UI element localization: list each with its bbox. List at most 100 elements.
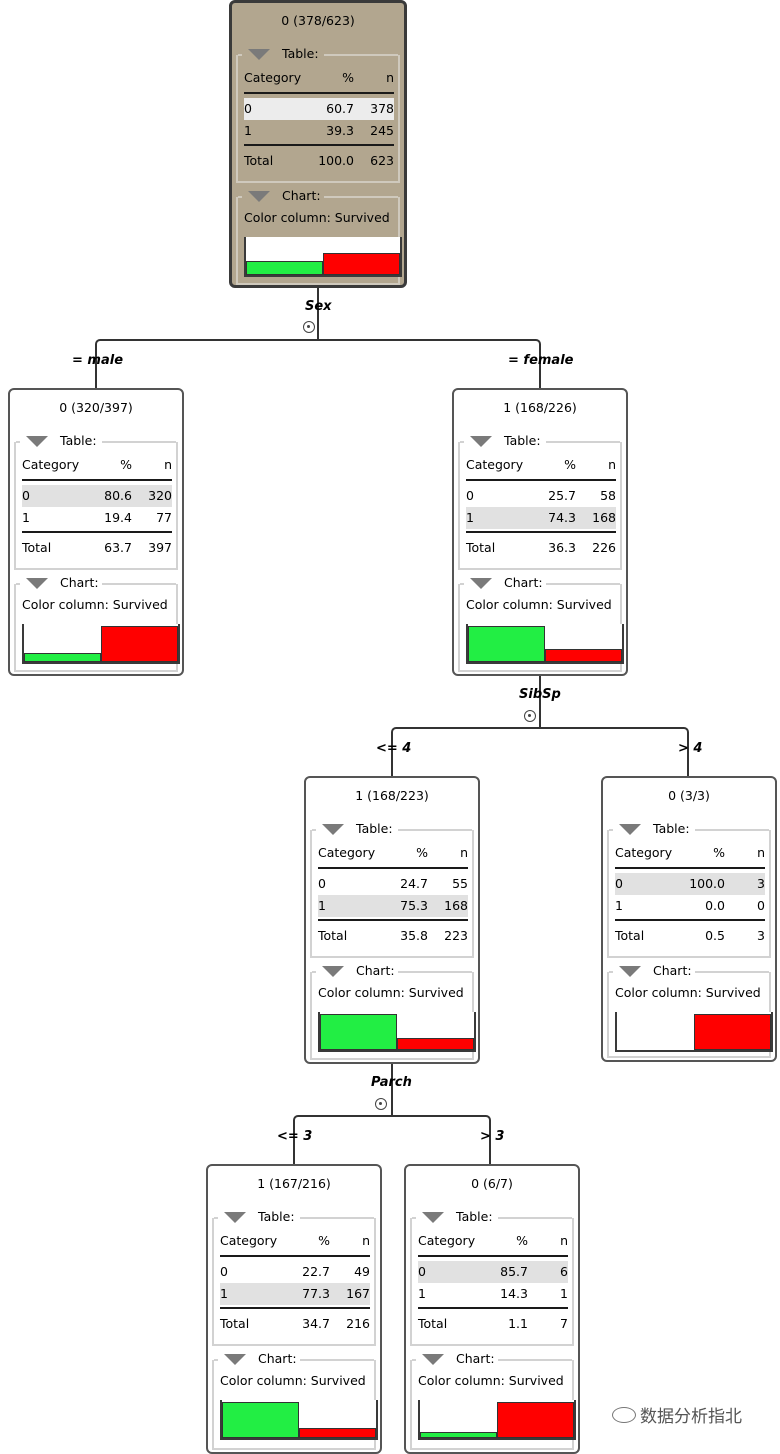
row-count: 168 [592, 510, 616, 525]
table-row: 1 14.3 1 [418, 1283, 568, 1305]
total-label: Total [22, 540, 52, 555]
column-header-percent: % [120, 457, 132, 472]
table-panel: Table: Category % n 0 22.7 49 1 77.3 167 [212, 1209, 376, 1346]
table-header-row: Category % n [22, 454, 172, 476]
class-distribution-chart [466, 624, 624, 664]
row-percent: 22.7 [302, 1264, 330, 1279]
collapse-triangle-icon[interactable] [470, 436, 492, 447]
table-header-row: Category % n [615, 842, 765, 864]
collapse-triangle-icon[interactable] [26, 578, 48, 589]
row-category: 0 [244, 101, 252, 116]
tree-node-male[interactable]: 0 (320/397) Table: Category % n 0 80.6 3… [8, 388, 184, 676]
class-distribution-chart [615, 1012, 773, 1052]
total-row: Total 1.1 7 [418, 1313, 568, 1335]
bar-class-0 [246, 261, 323, 275]
edge-label-female: = female [508, 353, 574, 368]
total-percent: 0.5 [705, 928, 725, 943]
stats-table: Category % n 0 60.7 378 1 39.3 245 [244, 67, 394, 172]
collapse-triangle-icon[interactable] [422, 1212, 444, 1223]
chart-panel-label: Chart: [356, 963, 395, 978]
row-percent: 77.3 [302, 1286, 330, 1301]
table-row: 0 85.7 6 [418, 1261, 568, 1283]
total-label: Total [318, 928, 348, 943]
chart-panel: Chart: Color column: Survived [310, 963, 476, 1060]
node-title: 0 (6/7) [471, 1176, 513, 1191]
row-count: 167 [346, 1286, 370, 1301]
row-percent: 39.3 [326, 123, 354, 138]
row-percent: 85.7 [500, 1264, 528, 1279]
total-row: Total 34.7 216 [220, 1313, 370, 1335]
collapse-triangle-icon[interactable] [322, 966, 344, 977]
column-header-n: n [386, 70, 394, 85]
tree-node-sibsp-gt4[interactable]: 0 (3/3) Table: Category % n 0 100.0 3 [601, 776, 777, 1062]
row-category: 1 [22, 510, 30, 525]
row-category: 1 [220, 1286, 228, 1301]
total-row: Total 0.5 3 [615, 925, 765, 947]
class-distribution-chart [318, 1012, 476, 1052]
column-header-percent: % [416, 845, 428, 860]
row-count: 0 [757, 898, 765, 913]
row-count: 58 [600, 488, 616, 503]
collapse-toggle-parch[interactable] [375, 1098, 387, 1110]
tree-node-sibsp-le4[interactable]: 1 (168/223) Table: Category % n 0 24.7 5… [304, 776, 480, 1064]
bar-class-1 [694, 1014, 771, 1050]
table-row: 0 22.7 49 [220, 1261, 370, 1283]
total-count: 216 [346, 1316, 370, 1331]
row-percent: 60.7 [326, 101, 354, 116]
table-row: 1 39.3 245 [244, 120, 394, 142]
row-count: 3 [757, 876, 765, 891]
total-count: 226 [592, 540, 616, 555]
tree-node-root[interactable]: 0 (378/623) Table: Category % n 0 60.7 3… [229, 0, 407, 288]
chart-panel-label: Chart: [504, 575, 543, 590]
bar-class-1 [299, 1428, 376, 1438]
row-percent: 74.3 [548, 510, 576, 525]
collapse-triangle-icon[interactable] [470, 578, 492, 589]
class-distribution-chart [244, 237, 402, 277]
tree-node-parch-le3[interactable]: 1 (167/216) Table: Category % n 0 22.7 4… [206, 1164, 382, 1454]
collapse-triangle-icon[interactable] [619, 824, 641, 835]
collapse-triangle-icon[interactable] [248, 49, 270, 60]
chart-panel-label: Chart: [456, 1351, 495, 1366]
table-panel-label: Table: [456, 1209, 493, 1224]
table-row: 0 60.7 378 [244, 98, 394, 120]
column-header-n: n [460, 845, 468, 860]
class-distribution-chart [220, 1400, 378, 1440]
total-count: 397 [148, 540, 172, 555]
stats-table: Category % n 0 22.7 49 1 77.3 167 [220, 1230, 370, 1335]
table-row: 0 25.7 58 [466, 485, 616, 507]
watermark: 数据分析指北 [640, 1407, 742, 1427]
collapse-toggle-sibsp[interactable] [524, 710, 536, 722]
row-percent: 25.7 [548, 488, 576, 503]
table-panel: Table: Category % n 0 24.7 55 1 75.3 168 [310, 821, 474, 958]
total-row: Total 35.8 223 [318, 925, 468, 947]
chart-panel-label: Chart: [60, 575, 99, 590]
collapse-triangle-icon[interactable] [224, 1354, 246, 1365]
edge-label-male: = male [72, 353, 124, 368]
row-count: 1 [560, 1286, 568, 1301]
tree-node-parch-gt3[interactable]: 0 (6/7) Table: Category % n 0 85.7 6 [404, 1164, 580, 1454]
bar-class-1 [397, 1038, 474, 1050]
collapse-triangle-icon[interactable] [619, 966, 641, 977]
table-row: 0 80.6 320 [22, 485, 172, 507]
bar-class-1 [101, 626, 178, 662]
collapse-triangle-icon[interactable] [322, 824, 344, 835]
row-category: 1 [615, 898, 623, 913]
tree-node-female[interactable]: 1 (168/226) Table: Category % n 0 25.7 5… [452, 388, 628, 676]
stats-table: Category % n 0 100.0 3 1 0.0 0 [615, 842, 765, 947]
total-count: 3 [757, 928, 765, 943]
column-header-n: n [757, 845, 765, 860]
total-row: Total 100.0 623 [244, 150, 394, 172]
row-count: 6 [560, 1264, 568, 1279]
row-count: 49 [354, 1264, 370, 1279]
table-header-row: Category % n [418, 1230, 568, 1252]
column-header-percent: % [564, 457, 576, 472]
node-title: 1 (167/216) [257, 1176, 331, 1191]
collapse-toggle-sex[interactable] [303, 321, 315, 333]
collapse-triangle-icon[interactable] [26, 436, 48, 447]
collapse-triangle-icon[interactable] [422, 1354, 444, 1365]
total-percent: 1.1 [508, 1316, 528, 1331]
collapse-triangle-icon[interactable] [248, 191, 270, 202]
collapse-triangle-icon[interactable] [224, 1212, 246, 1223]
chart-panel: Chart: Color column: Survived [14, 575, 180, 672]
node-title: 0 (378/623) [281, 13, 355, 28]
